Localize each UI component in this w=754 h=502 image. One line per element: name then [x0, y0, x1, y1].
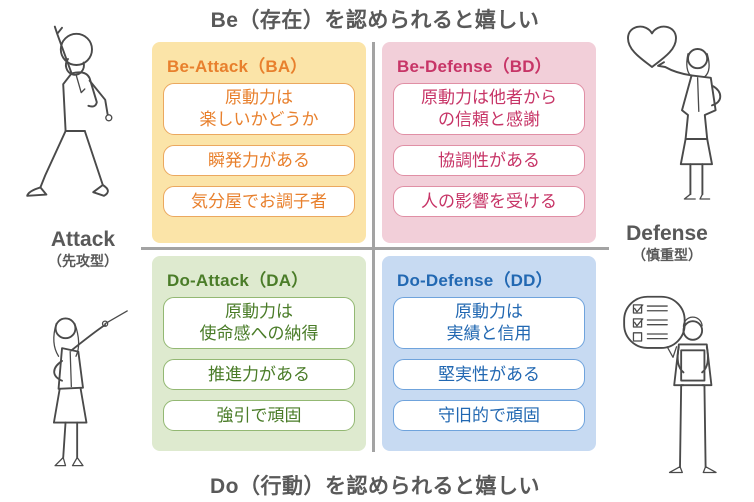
top-axis-title: Be（存在）を認められると嬉しい	[210, 9, 540, 32]
trait-item: 守旧的で頑固	[393, 400, 585, 432]
quadrant-title: Be-Attack（BA）	[167, 57, 308, 76]
dancing-man-icon	[8, 22, 140, 216]
quadrant-do-attack: Do-Attack（DA） 原動力は 使命感への納得 推進力がある 強引で頑固	[152, 256, 366, 451]
woman-pointing-icon	[12, 296, 140, 498]
quadrant-be-attack: Be-Attack（BA） 原動力は 楽しいかどうか 瞬発力がある 気分屋でお調…	[152, 42, 366, 243]
left-axis-main: Attack	[50, 228, 116, 251]
right-axis-label: Defense （慎重型）	[612, 222, 722, 265]
right-axis-sub: （慎重型）	[632, 247, 702, 264]
quadrant-items: 原動力は他者から の信頼と感謝 協調性がある 人の影響を受ける	[393, 83, 585, 218]
right-axis-main: Defense	[626, 222, 708, 245]
quadrant-do-defense: Do-Defense（DD） 原動力は 実績と信用 堅実性がある 守旧的で頑固	[382, 256, 596, 451]
quadrant-items: 原動力は 実績と信用 堅実性がある 守旧的で頑固	[393, 297, 585, 432]
trait-item: 瞬発力がある	[163, 145, 355, 177]
trait-item: 原動力は 実績と信用	[393, 297, 585, 350]
woman-presenting-heart-icon	[616, 16, 748, 214]
quadrant-be-defense: Be-Defense（BD） 原動力は他者から の信頼と感謝 協調性がある 人の…	[382, 42, 596, 243]
trait-item: 原動力は 楽しいかどうか	[163, 83, 355, 136]
quadrant-title: Be-Defense（BD）	[397, 57, 552, 76]
horizontal-divider	[141, 247, 609, 250]
vertical-divider	[372, 42, 375, 452]
quadrant-title: Do-Defense（DD）	[397, 271, 553, 290]
quadrant-items: 原動力は 使命感への納得 推進力がある 強引で頑固	[163, 297, 355, 432]
trait-item: 協調性がある	[393, 145, 585, 177]
quadrant-items: 原動力は 楽しいかどうか 瞬発力がある 気分屋でお調子者	[163, 83, 355, 218]
trait-item: 強引で頑固	[163, 400, 355, 432]
trait-item: 堅実性がある	[393, 359, 585, 391]
trait-item: 原動力は 使命感への納得	[163, 297, 355, 350]
trait-item: 原動力は他者から の信頼と感謝	[393, 83, 585, 136]
trait-item: 推進力がある	[163, 359, 355, 391]
man-with-checklist-icon	[616, 284, 744, 498]
left-axis-sub: （先攻型）	[48, 253, 118, 270]
quadrant-title: Do-Attack（DA）	[167, 271, 309, 290]
bottom-axis-title: Do（行動）を認められると嬉しい	[210, 475, 540, 498]
trait-item: 人の影響を受ける	[393, 186, 585, 218]
left-axis-label: Attack （先攻型）	[28, 228, 138, 271]
trait-item: 気分屋でお調子者	[163, 186, 355, 218]
